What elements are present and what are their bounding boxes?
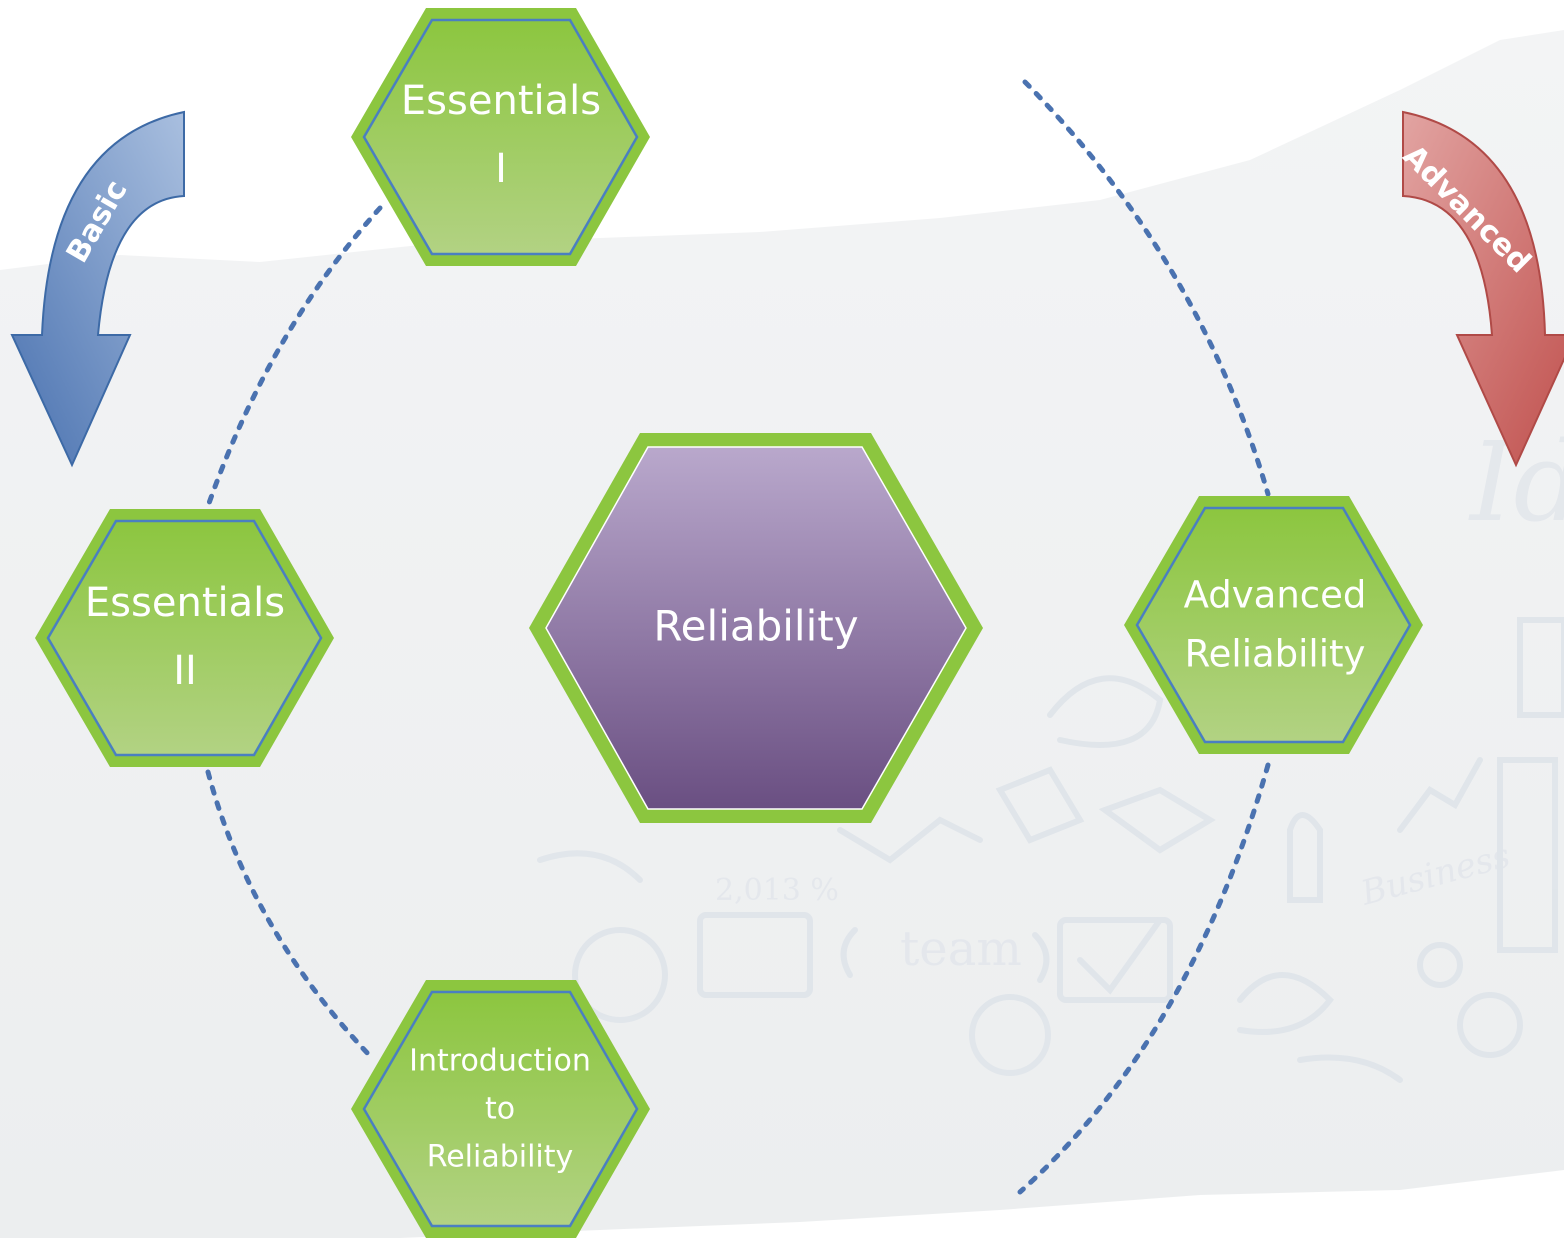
essentials-1-line2: I [495,146,507,192]
essentials-2-line2: II [173,648,197,694]
dotted-connectors [205,79,1271,1195]
essentials-1-line1: Essentials [401,78,601,124]
doodle-percent-text: 2,013 % [715,873,839,908]
intro-line2: to [485,1092,515,1127]
hex-introduction[interactable]: Introduction to Reliability [351,980,650,1238]
connector-essentials2-to-intro [205,769,375,1061]
essentials-2-line1: Essentials [85,580,285,626]
hex-center-reliability[interactable]: Reliability [529,433,983,823]
doodle-team-text: team [900,921,1022,977]
hex-essentials-2[interactable]: Essentials II [35,509,334,767]
advanced-line1: Advanced [1184,574,1367,617]
advanced-line2: Reliability [1185,633,1366,676]
connector-advanced-to-bottom [1017,762,1271,1195]
intro-line3: Reliability [427,1140,574,1175]
connector-top-to-advanced [1022,79,1271,497]
center-label: Reliability [653,602,858,651]
intro-line1: Introduction [409,1044,591,1079]
hex-essentials-1[interactable]: Essentials I [351,8,650,266]
connector-essentials1-to-essentials2 [205,205,383,509]
hex-advanced-reliability[interactable]: Advanced Reliability [1124,496,1423,754]
